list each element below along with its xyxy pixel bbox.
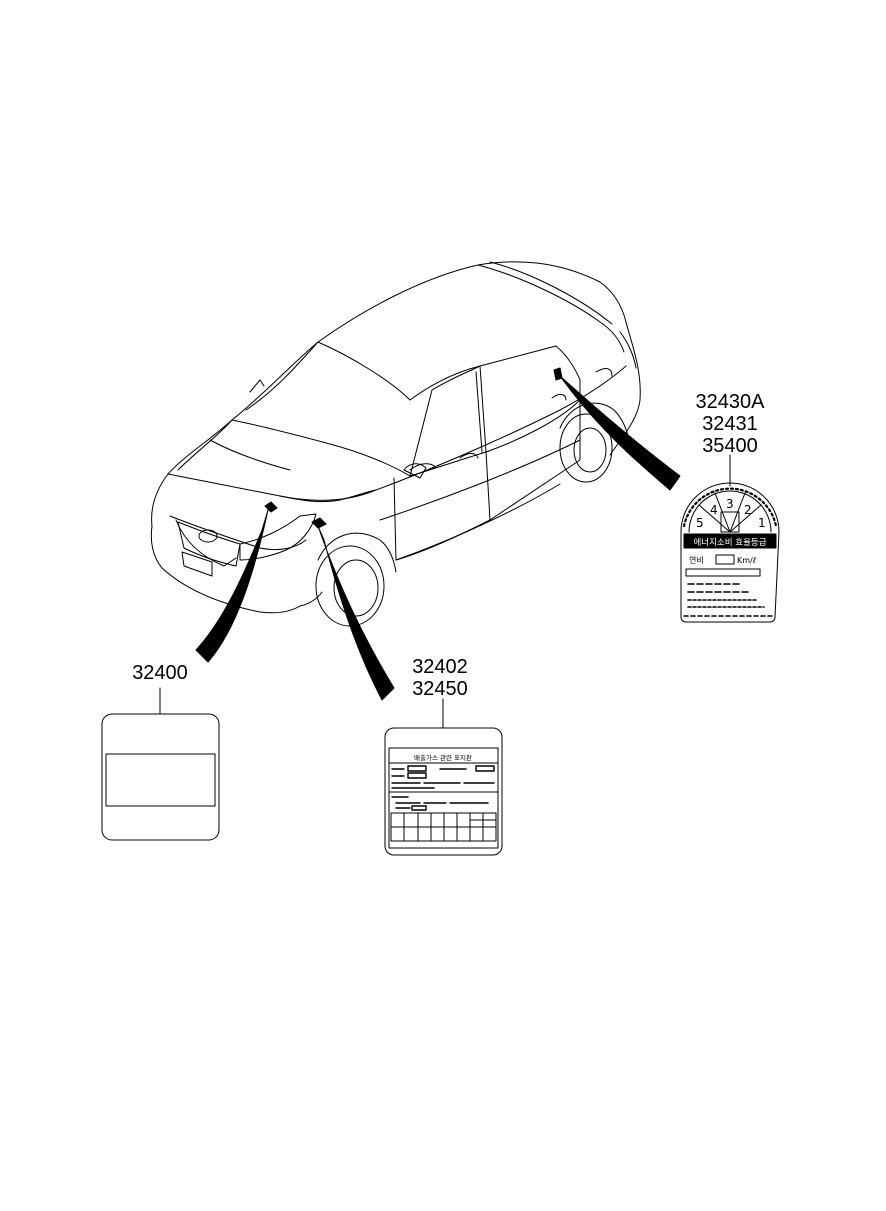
leader-32402 (317, 525, 395, 701)
part-number: 35400 (702, 435, 758, 457)
leader-32400 (195, 509, 269, 663)
callout-32400: 32400 (100, 662, 220, 684)
marker-door (553, 367, 563, 381)
emission-label-title: 배출가스 관련 표지판 (414, 753, 472, 762)
callout-32430a: 32430A 32431 35400 (660, 391, 800, 457)
car-illustration (150, 261, 641, 627)
fuel-row-unit: Km/ℓ (737, 556, 756, 565)
marker-hood (264, 501, 278, 513)
fuel-row-prefix: 연비 (689, 556, 704, 565)
label-32402-plate (384, 727, 503, 856)
part-number: 32450 (412, 678, 468, 700)
marker-fender (311, 517, 327, 529)
dial-number-3: 3 (726, 497, 734, 511)
part-number: 32400 (132, 662, 188, 684)
part-number: 32402 (412, 656, 468, 678)
leader-32430 (559, 375, 681, 491)
callout-32402: 32402 32450 (370, 656, 510, 700)
fuel-label-title: 에너지소비 효율등급 (693, 537, 766, 548)
part-number: 32431 (702, 413, 758, 435)
label-32430-plate (680, 482, 780, 623)
dial-number-5: 5 (696, 516, 704, 530)
part-number: 32430A (695, 391, 765, 413)
dial-number-4: 4 (710, 503, 718, 517)
label-32400-plate (101, 713, 220, 841)
dial-number-1: 1 (758, 516, 766, 530)
dial-number-2: 2 (744, 503, 752, 517)
